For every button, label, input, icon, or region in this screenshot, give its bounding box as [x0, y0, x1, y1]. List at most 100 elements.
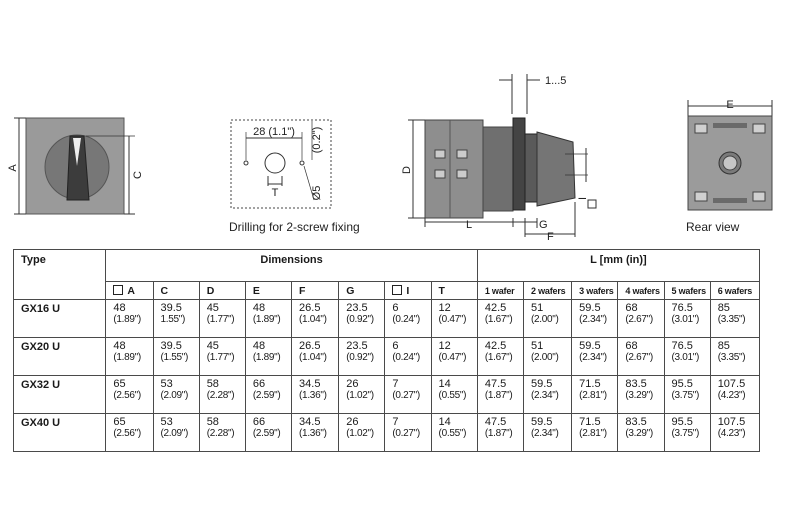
col-header: C [152, 281, 200, 300]
value-inch: (2.67") [625, 314, 653, 325]
table-cell: 71.5(2.81") [571, 413, 619, 452]
value-mm: 58 [206, 378, 219, 390]
side-label-i: I [577, 197, 589, 200]
col-header: D [198, 281, 246, 300]
value-mm: 48 [252, 302, 266, 314]
col-header: 2 wafers [522, 281, 573, 300]
value-mm: 66 [252, 378, 266, 390]
value-mm: 59.5 [531, 378, 553, 390]
value-inch: (2.34") [531, 390, 559, 401]
side-label-l: L [466, 219, 472, 231]
value-inch: (2.81") [579, 428, 607, 439]
table-cell: 53(2.09") [152, 375, 200, 414]
label-t: T [272, 187, 279, 199]
table-cell: 58(2.28") [198, 413, 246, 452]
value-inch: (3.29") [625, 428, 653, 439]
row-type: GX32 U [12, 375, 107, 414]
table-cell: 42.5(1.67") [476, 337, 525, 376]
table-cell: 66(2.59") [244, 413, 293, 452]
header-l: L [mm (in)] [476, 249, 761, 282]
value-mm: 95.5 [671, 378, 693, 390]
value-mm: 45 [206, 340, 219, 352]
square-icon [392, 284, 403, 295]
value-inch: (3.01") [671, 352, 700, 363]
table-cell: 48(1.89") [105, 337, 154, 376]
drilling-caption: Drilling for 2-screw fixing [229, 220, 360, 234]
value-mm: 26.5 [299, 340, 321, 352]
table-cell: 26(1.02") [338, 413, 386, 452]
value-mm: 23.5 [346, 302, 368, 314]
table-cell: 23.5(0.92") [338, 299, 386, 338]
col-header: F [291, 281, 340, 300]
row-type: GX20 U [12, 337, 107, 376]
value-mm: 107.5 [717, 378, 746, 390]
col-header: 4 wafers [617, 281, 665, 300]
dim-02: (0.2") [311, 127, 323, 154]
value-inch: (2.59") [252, 428, 281, 439]
value-mm: 48 [113, 302, 126, 314]
table-cell: 12(0.47") [430, 299, 478, 338]
header-dimensions: Dimensions [105, 249, 478, 282]
table-cell: 51(2.00") [522, 299, 573, 338]
value-mm: 14 [438, 416, 451, 428]
value-mm: 58 [206, 416, 219, 428]
value-mm: 47.5 [484, 378, 507, 390]
value-mm: 66 [252, 416, 266, 428]
value-mm: 23.5 [346, 340, 368, 352]
col-header: 5 wafers [663, 281, 711, 300]
col-header: 3 wafers [571, 281, 619, 300]
table-cell: 83.5(3.29") [617, 413, 665, 452]
value-mm: 26.5 [299, 302, 321, 314]
value-inch: (1.55") [160, 352, 189, 363]
value-mm: 42.5 [484, 340, 507, 352]
value-mm: 95.5 [671, 416, 693, 428]
row-type: GX40 U [12, 413, 107, 452]
table-cell: 71.5(2.81") [571, 375, 619, 414]
value-inch: (1.36") [299, 390, 327, 401]
table-cell: 76.5(3.01") [663, 299, 711, 338]
table-cell: 34.5(1.36") [291, 413, 340, 452]
value-mm: 6 [392, 302, 399, 314]
value-inch: (3.35") [717, 314, 746, 325]
table-cell: 65(2.56") [105, 375, 154, 414]
value-inch: (0.27") [392, 390, 420, 401]
col-header: A [105, 281, 154, 300]
value-inch: (2.09") [160, 428, 189, 439]
value-mm: 83.5 [625, 378, 647, 390]
value-mm: 39.5 [160, 340, 182, 352]
rear-label-e: E [726, 99, 733, 111]
value-inch: (0.55") [438, 390, 467, 401]
value-mm: 71.5 [579, 378, 601, 390]
value-mm: 53 [160, 378, 173, 390]
dim-5: Ø5 [311, 186, 323, 201]
table-cell: 14(0.55") [430, 375, 478, 414]
table-cell: 45(1.77") [198, 337, 246, 376]
value-mm: 65 [113, 378, 126, 390]
value-inch: (3.29") [625, 390, 653, 401]
front-view-drawing: A C [7, 110, 150, 220]
table-cell: 107.5(4.23") [709, 375, 761, 414]
table-cell: 7(0.27") [384, 375, 432, 414]
value-inch: 1.55") [160, 314, 186, 325]
table-cell: 26.5(1.04") [291, 299, 340, 338]
column-header-row: A C D E F G I T 1 wafer 2 wafers 3 wafer… [14, 281, 761, 300]
table-cell: 14(0.55") [430, 413, 478, 452]
value-inch: (0.92") [346, 352, 374, 363]
table-cell: 58(2.28") [198, 375, 246, 414]
table-cell: 51(2.00") [522, 337, 573, 376]
value-mm: 34.5 [299, 416, 321, 428]
table-cell: 6(0.24") [384, 337, 432, 376]
value-inch: (0.47") [438, 352, 467, 363]
table-cell: 59.5(2.34") [571, 299, 619, 338]
col-header: 6 wafers [709, 281, 761, 300]
value-mm: 34.5 [299, 378, 321, 390]
table-cell: 48(1.89") [244, 299, 293, 338]
table-cell: 83.5(3.29") [617, 375, 665, 414]
value-inch: (2.09") [160, 390, 189, 401]
rear-view-drawing: E [683, 96, 779, 216]
value-inch: (1.89") [252, 314, 281, 325]
